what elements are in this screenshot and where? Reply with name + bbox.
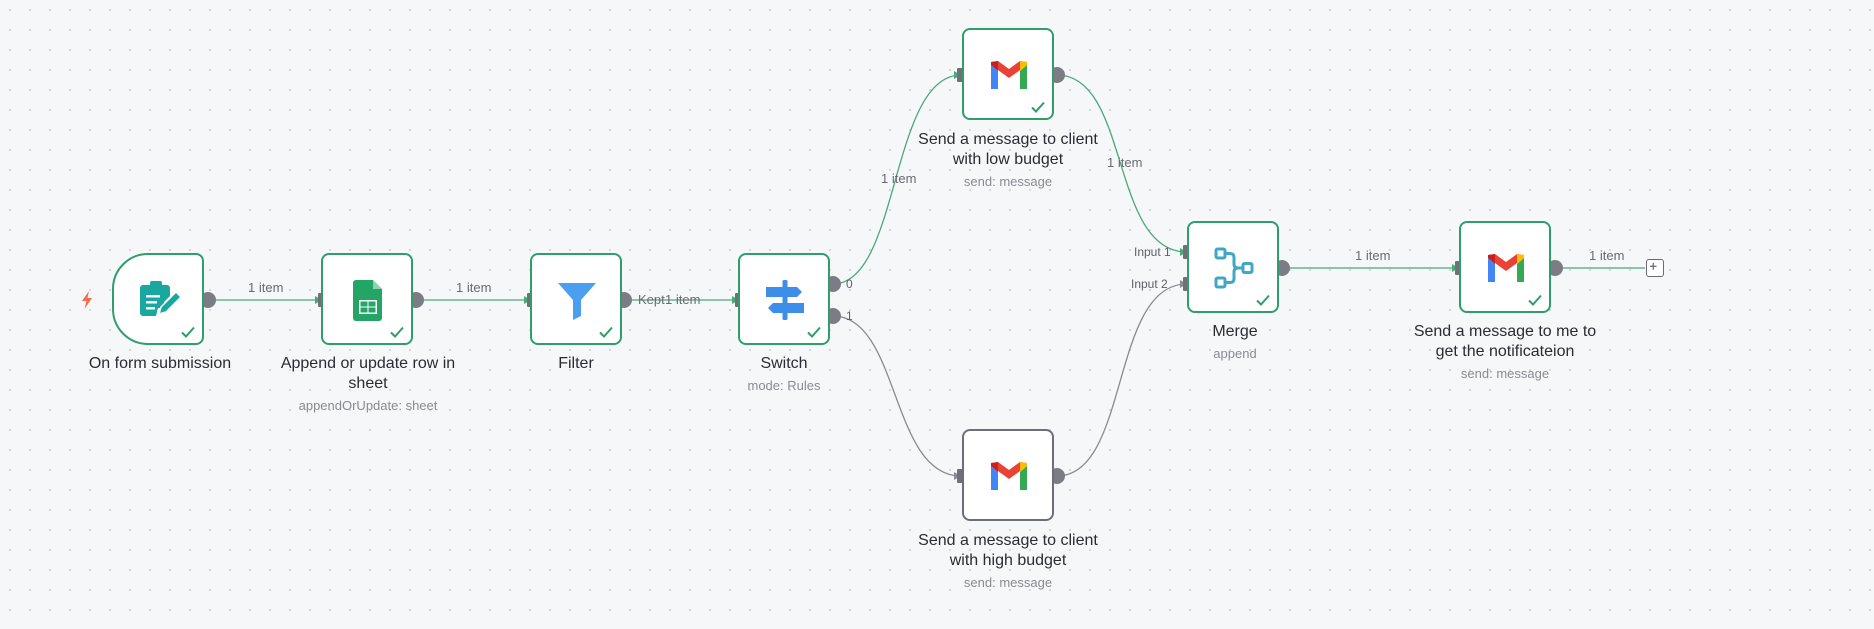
edge-label-switch-low: 1 item bbox=[881, 171, 917, 186]
node-subtitle-gmail-high: send: message bbox=[963, 575, 1053, 590]
node-subtitle-switch: mode: Rules bbox=[747, 378, 821, 393]
node-label-filter: Filter bbox=[558, 355, 594, 372]
edge-switch-low[interactable] bbox=[832, 74, 962, 285]
edge-label-kept: Kept bbox=[638, 292, 665, 307]
port-label-merge-input-2: Input 2 bbox=[1131, 277, 1168, 291]
node-label-switch: Switch bbox=[760, 355, 808, 372]
node-send-client-high-budget[interactable] bbox=[962, 429, 1054, 521]
edge-label-filter-switch: 1 item bbox=[665, 292, 701, 307]
node-send-client-low-budget[interactable] bbox=[962, 28, 1054, 120]
node-label-gmail-low: Send a message to client with low budget bbox=[918, 131, 1098, 168]
node-send-message-to-me[interactable] bbox=[1459, 221, 1551, 313]
add-node-button[interactable] bbox=[1646, 259, 1664, 277]
node-subtitle-sheets: appendOrUpdate: sheet bbox=[298, 398, 438, 413]
edge-label-form-sheets: 1 item bbox=[248, 280, 284, 295]
checkmark-icon bbox=[390, 326, 404, 338]
signpost-icon bbox=[761, 276, 809, 324]
form-edit-icon bbox=[135, 276, 183, 324]
node-label-gmail-me: Send a message to me to get the notifica… bbox=[1413, 323, 1597, 360]
gmail-icon bbox=[985, 51, 1033, 99]
port-label-switch-0: 0 bbox=[846, 277, 853, 291]
gmail-icon bbox=[985, 452, 1033, 500]
node-subtitle-gmail-me: send: message bbox=[1460, 366, 1550, 381]
funnel-icon bbox=[553, 276, 601, 324]
edge-label-sheets-filter: 1 item bbox=[456, 280, 492, 295]
lightning-bolt-icon bbox=[80, 290, 94, 310]
node-merge[interactable] bbox=[1187, 221, 1279, 313]
checkmark-icon bbox=[599, 326, 613, 338]
edge-label-low-merge: 1 item bbox=[1107, 155, 1143, 170]
node-append-update-sheet[interactable] bbox=[321, 253, 413, 345]
checkmark-icon bbox=[807, 326, 821, 338]
checkmark-icon bbox=[1031, 101, 1045, 113]
node-subtitle-gmail-low: send: message bbox=[963, 174, 1053, 189]
port-label-merge-input-1: Input 1 bbox=[1134, 245, 1171, 259]
node-filter[interactable] bbox=[530, 253, 622, 345]
node-switch[interactable] bbox=[738, 253, 830, 345]
plus-icon bbox=[1649, 262, 1657, 270]
edge-low-merge[interactable] bbox=[1056, 74, 1188, 253]
node-subtitle-merge: append bbox=[1213, 346, 1257, 361]
checkmark-icon bbox=[181, 326, 195, 338]
node-label-sheets: Append or update row in sheet bbox=[280, 355, 456, 392]
node-label-form: On form submission bbox=[88, 355, 232, 372]
google-sheets-icon bbox=[344, 276, 392, 324]
merge-icon bbox=[1210, 244, 1258, 292]
edge-label-merge-me: 1 item bbox=[1355, 248, 1391, 263]
port-label-switch-1: 1 bbox=[846, 309, 853, 323]
edge-high-merge[interactable] bbox=[1056, 283, 1188, 477]
node-label-gmail-high: Send a message to client with high budge… bbox=[918, 532, 1098, 569]
checkmark-icon bbox=[1256, 294, 1270, 306]
node-on-form-submission[interactable] bbox=[112, 253, 204, 345]
node-label-merge: Merge bbox=[1212, 323, 1258, 340]
checkmark-icon bbox=[1528, 294, 1542, 306]
edge-label-me-out: 1 item bbox=[1589, 248, 1625, 263]
edge-switch-high[interactable] bbox=[832, 315, 962, 477]
gmail-icon bbox=[1482, 244, 1530, 292]
